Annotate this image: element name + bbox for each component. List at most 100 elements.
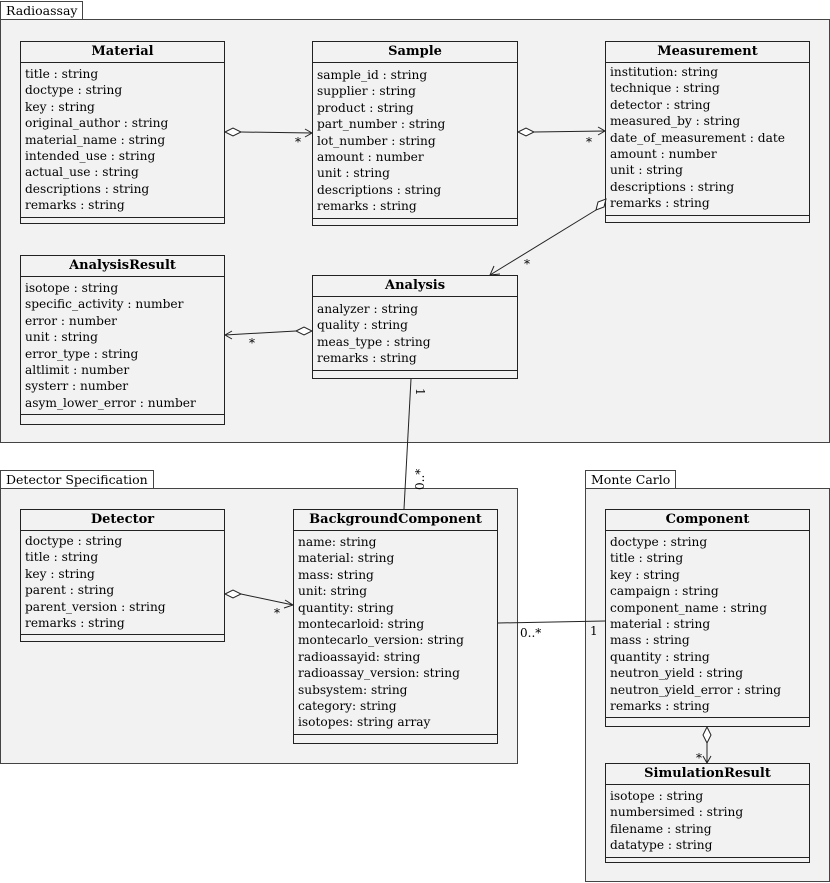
attribute: product : string	[317, 100, 414, 115]
attribute: category: string	[298, 698, 397, 713]
class-measurement-name: Measurement	[606, 42, 809, 63]
attribute: unit: string	[298, 584, 368, 599]
class-background-component-name: BackgroundComponent	[294, 510, 497, 531]
attribute: amount : number	[610, 146, 717, 161]
attribute: altlimit : number	[25, 362, 130, 377]
attribute: lot_number : string	[317, 133, 436, 148]
class-component-operations	[606, 718, 809, 726]
attribute: unit : string	[317, 166, 390, 181]
attribute: remarks : string	[25, 198, 125, 213]
attribute: supplier : string	[317, 84, 416, 99]
class-measurement[interactable]: Measurement institution: string techniqu…	[605, 41, 810, 223]
attribute: specific_activity : number	[25, 297, 184, 312]
attribute: doctype : string	[25, 83, 123, 98]
attribute: isotope : string	[610, 789, 704, 803]
attribute: analyzer : string	[317, 302, 419, 316]
attribute: key : string	[25, 99, 95, 114]
attribute: material : string	[610, 616, 711, 631]
class-simulation-result[interactable]: SimulationResult isotope : string number…	[605, 763, 810, 863]
class-background-component-operations	[294, 735, 497, 743]
class-sample-name: Sample	[313, 42, 517, 63]
class-analysis-result[interactable]: AnalysisResult isotope : string specific…	[20, 255, 225, 425]
attribute: error_type : string	[25, 346, 139, 361]
class-sample-operations	[313, 219, 517, 227]
class-analysis-operations	[313, 371, 517, 379]
attribute: remarks : string	[317, 199, 417, 214]
attribute: material: string	[298, 551, 395, 566]
attribute: actual_use : string	[25, 165, 139, 180]
attribute: numbersimed : string	[610, 805, 744, 820]
attribute: intended_use : string	[25, 148, 156, 163]
class-measurement-operations	[606, 216, 809, 224]
attribute: isotope : string	[25, 281, 119, 295]
class-analysis-attributes: analyzer : string quality : string meas_…	[313, 297, 517, 371]
class-background-component-attributes: name: string material: string mass: stri…	[294, 531, 497, 735]
class-component[interactable]: Component doctype : string title : strin…	[605, 509, 810, 727]
attribute: campaign : string	[610, 584, 719, 599]
class-component-attributes: doctype : string title : string key : st…	[606, 531, 809, 719]
class-material-operations	[21, 218, 224, 226]
class-material-attributes: title : string doctype : string key : st…	[21, 63, 224, 218]
attribute: error : number	[25, 313, 117, 328]
attribute: date_of_measurement : date	[610, 130, 785, 145]
attribute: quality : string	[317, 318, 408, 333]
package-radioassay-label: Radioassay	[0, 1, 84, 20]
attribute: mass : string	[610, 633, 690, 648]
class-simulation-result-attributes: isotope : string numbersimed : string fi…	[606, 785, 809, 858]
attribute: material_name : string	[25, 132, 166, 147]
attribute: key : string	[25, 566, 95, 581]
attribute: title : string	[25, 67, 99, 81]
attribute: doctype : string	[610, 535, 708, 549]
class-analysis-result-attributes: isotope : string specific_activity : num…	[21, 277, 224, 416]
class-component-name: Component	[606, 510, 809, 531]
attribute: descriptions : string	[317, 182, 442, 197]
attribute: asym_lower_error : number	[25, 395, 196, 410]
attribute: name: string	[298, 535, 377, 549]
attribute: isotopes: string array	[298, 715, 431, 730]
attribute: detector : string	[610, 97, 711, 112]
package-monte-carlo-label: Monte Carlo	[585, 470, 677, 489]
attribute: descriptions : string	[610, 179, 735, 194]
attribute: descriptions : string	[25, 181, 150, 196]
attribute: unit : string	[25, 330, 98, 345]
attribute: measured_by : string	[610, 114, 741, 129]
attribute: technique : string	[610, 81, 720, 96]
attribute: quantity : string	[610, 649, 710, 664]
class-analysis[interactable]: Analysis analyzer : string quality : str…	[312, 275, 518, 379]
class-analysis-name: Analysis	[313, 276, 517, 297]
attribute: montecarloid: string	[298, 616, 425, 631]
class-detector-attributes: doctype : string title : string key : st…	[21, 531, 224, 636]
attribute: unit : string	[610, 163, 683, 178]
attribute: parent_version : string	[25, 599, 166, 614]
attribute: remarks : string	[610, 698, 710, 713]
attribute: meas_type : string	[317, 334, 431, 349]
class-material[interactable]: Material title : string doctype : string…	[20, 41, 225, 224]
class-analysis-result-operations	[21, 415, 224, 423]
attribute: quantity: string	[298, 600, 394, 615]
attribute: title : string	[25, 550, 99, 565]
attribute: datatype : string	[610, 838, 713, 853]
class-detector-operations	[21, 635, 224, 643]
class-background-component[interactable]: BackgroundComponent name: string materia…	[293, 509, 498, 744]
class-sample-attributes: sample_id : string supplier : string pro…	[313, 63, 517, 219]
attribute: original_author : string	[25, 116, 169, 131]
class-detector-name: Detector	[21, 510, 224, 531]
attribute: institution: string	[610, 65, 719, 79]
attribute: part_number : string	[317, 117, 446, 132]
attribute: neutron_yield_error : string	[610, 682, 782, 697]
class-sample[interactable]: Sample sample_id : string supplier : str…	[312, 41, 518, 226]
class-material-name: Material	[21, 42, 224, 63]
attribute: key : string	[610, 567, 680, 582]
attribute: radioassay_version: string	[298, 666, 460, 681]
attribute: systerr : number	[25, 379, 129, 394]
class-detector[interactable]: Detector doctype : string title : string…	[20, 509, 225, 642]
class-measurement-attributes: institution: string technique : string d…	[606, 63, 809, 216]
attribute: subsystem: string	[298, 682, 408, 697]
attribute: title : string	[610, 551, 684, 566]
attribute: radioassayid: string	[298, 649, 421, 664]
package-detector-specification-label: Detector Specification	[0, 470, 154, 489]
attribute: montecarlo_version: string	[298, 633, 464, 648]
attribute: component_name : string	[610, 600, 768, 615]
attribute: parent : string	[25, 583, 115, 598]
class-simulation-result-name: SimulationResult	[606, 764, 809, 785]
